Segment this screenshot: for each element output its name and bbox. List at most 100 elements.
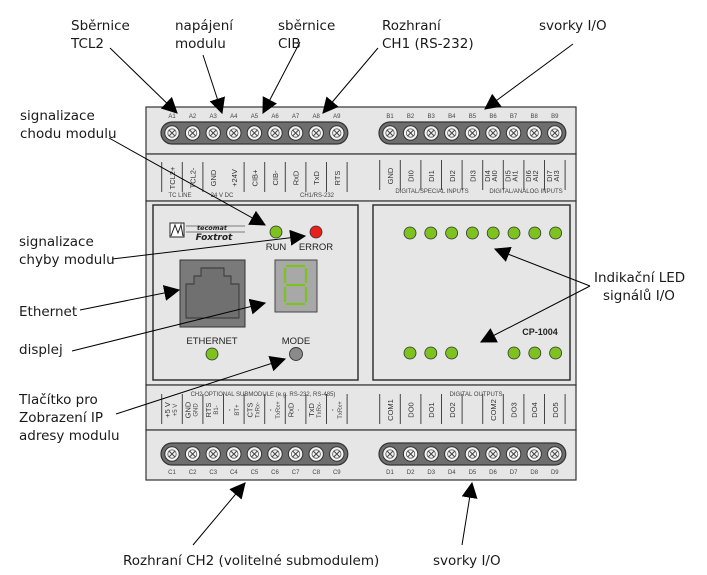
terminal-a-screw[interactable] [329, 125, 345, 141]
bottom-left-signal-label: RxD [287, 402, 296, 417]
arrow-ch2 [192, 482, 246, 546]
terminal-a-label: A3 [210, 114, 218, 120]
bottom-right-signal-label: COM2 [489, 399, 498, 421]
callout-io-top: svorky I/O [539, 18, 607, 34]
terminal-b-screw[interactable] [402, 125, 419, 141]
terminal-a-screw[interactable] [287, 125, 304, 141]
terminal-d-screw[interactable] [505, 446, 522, 462]
bottom-left-signal-label: GND [184, 401, 193, 418]
bottom-left-signal-sublabel: TxRx- [255, 402, 261, 418]
arrow-io-leds-top [493, 246, 591, 287]
terminal-b-screw[interactable] [485, 125, 501, 141]
io-led-input [445, 226, 459, 240]
model-label: CP-1004 [522, 327, 558, 337]
brand-tecomat: tecomat [197, 224, 228, 232]
terminal-a-screw[interactable] [226, 125, 242, 141]
terminal-d-screw[interactable] [382, 446, 398, 462]
callout-cib: sběrnice CIB [278, 18, 340, 52]
terminal-b-screw[interactable] [464, 125, 481, 141]
run-label: RUN [266, 242, 287, 253]
callout-io-leds: Indikační LED signálů I/O [594, 270, 689, 304]
bottom-left-signal-label: TxD [307, 403, 316, 417]
terminal-d-screw[interactable] [485, 446, 501, 462]
bottom-left-signal-label: CTS [245, 403, 254, 418]
terminal-c-screw[interactable] [164, 446, 180, 462]
arrow-ch1 [322, 47, 379, 114]
terminal-d-screw[interactable] [444, 446, 460, 462]
terminal-c-screw[interactable] [226, 446, 242, 462]
terminal-a-screw[interactable] [205, 125, 221, 141]
top-left-signal-label: +24V [230, 169, 239, 187]
arrow-run-led [108, 137, 266, 226]
mode-button[interactable] [289, 347, 303, 361]
top-right-signal-label: AI2 [531, 170, 540, 181]
io-led-output [528, 346, 542, 360]
ch2-submodule-header: CH2 OPTIONAL SUBMODULE (e.g. RS-232, RS-… [191, 392, 336, 398]
terminal-c-screw[interactable] [267, 446, 283, 462]
terminal-c-screw[interactable] [287, 446, 304, 462]
callout-error-led: signalizace chyby modulu [19, 234, 115, 268]
bottom-label-band [145, 384, 577, 431]
terminal-c-screw[interactable] [329, 446, 345, 462]
callout-run-led: signalizace chodu modulu [20, 108, 117, 142]
terminal-b-screw[interactable] [505, 125, 522, 141]
terminal-b-screw[interactable] [444, 125, 460, 141]
terminal-d-screw[interactable] [402, 446, 419, 462]
terminal-d-label: D7 [510, 470, 518, 476]
terminal-c-label: C1 [168, 470, 176, 476]
arrow-tcl2 [109, 47, 178, 114]
terminal-a-label: A4 [230, 114, 238, 120]
terminal-c-label: C6 [271, 470, 279, 476]
terminal-b-screw[interactable] [526, 125, 542, 141]
callout-tcl2: Sběrnice TCL2 [70, 18, 134, 52]
terminal-a-screw[interactable] [267, 125, 283, 141]
arrow-io-leds-bottom [479, 285, 591, 343]
terminal-b-screw[interactable] [382, 125, 398, 141]
terminal-d-label: D5 [469, 470, 477, 476]
terminal-c-screw[interactable] [205, 446, 221, 462]
terminal-a-label: A5 [251, 114, 259, 120]
terminal-d-screw[interactable] [547, 446, 563, 462]
bottom-right-signal-label: DO3 [510, 402, 519, 417]
terminal-c-label: C5 [251, 470, 259, 476]
ethernet-label: ETHERNET [186, 336, 237, 347]
terminal-a-screw[interactable] [246, 125, 263, 141]
terminal-c-screw[interactable] [184, 446, 201, 462]
arrow-power [202, 54, 225, 115]
terminal-b-screw[interactable] [547, 125, 563, 141]
bottom-left-signal-label: - [266, 408, 275, 411]
terminal-b-label: B1 [386, 114, 394, 120]
terminal-a-screw[interactable] [308, 125, 324, 141]
terminal-b-label: B4 [448, 114, 456, 120]
bottom-right-signal-label: DO1 [427, 402, 436, 417]
top-right-signal-label: GND [386, 167, 395, 184]
bottom-left-signal-sublabel: B1- [214, 405, 220, 414]
top-label-band [145, 153, 577, 202]
top-left-signal-label: RxD [292, 170, 301, 185]
ethernet-port[interactable] [179, 259, 246, 328]
terminal-b-label: B9 [551, 114, 559, 120]
terminal-d-screw[interactable] [464, 446, 481, 462]
top-right-signal-label: AI3 [552, 170, 561, 181]
callout-io-bottom: svorky I/O [433, 553, 501, 569]
error-label: ERROR [299, 242, 333, 253]
io-led-input [507, 226, 521, 240]
callout-display: displej [19, 342, 63, 358]
terminal-b-screw[interactable] [423, 125, 439, 141]
top-right-signal-label: AI0 [490, 170, 499, 181]
terminal-d-screw[interactable] [423, 446, 439, 462]
terminal-c-screw[interactable] [308, 446, 324, 462]
terminal-a-screw[interactable] [164, 125, 180, 141]
terminal-d-screw[interactable] [526, 446, 542, 462]
terminal-a-screw[interactable] [184, 125, 201, 141]
terminal-c-label: C9 [333, 470, 341, 476]
terminal-c-screw[interactable] [246, 446, 263, 462]
top-right-signal-label: DI3 [468, 170, 477, 182]
terminal-a-label: A2 [189, 114, 197, 120]
